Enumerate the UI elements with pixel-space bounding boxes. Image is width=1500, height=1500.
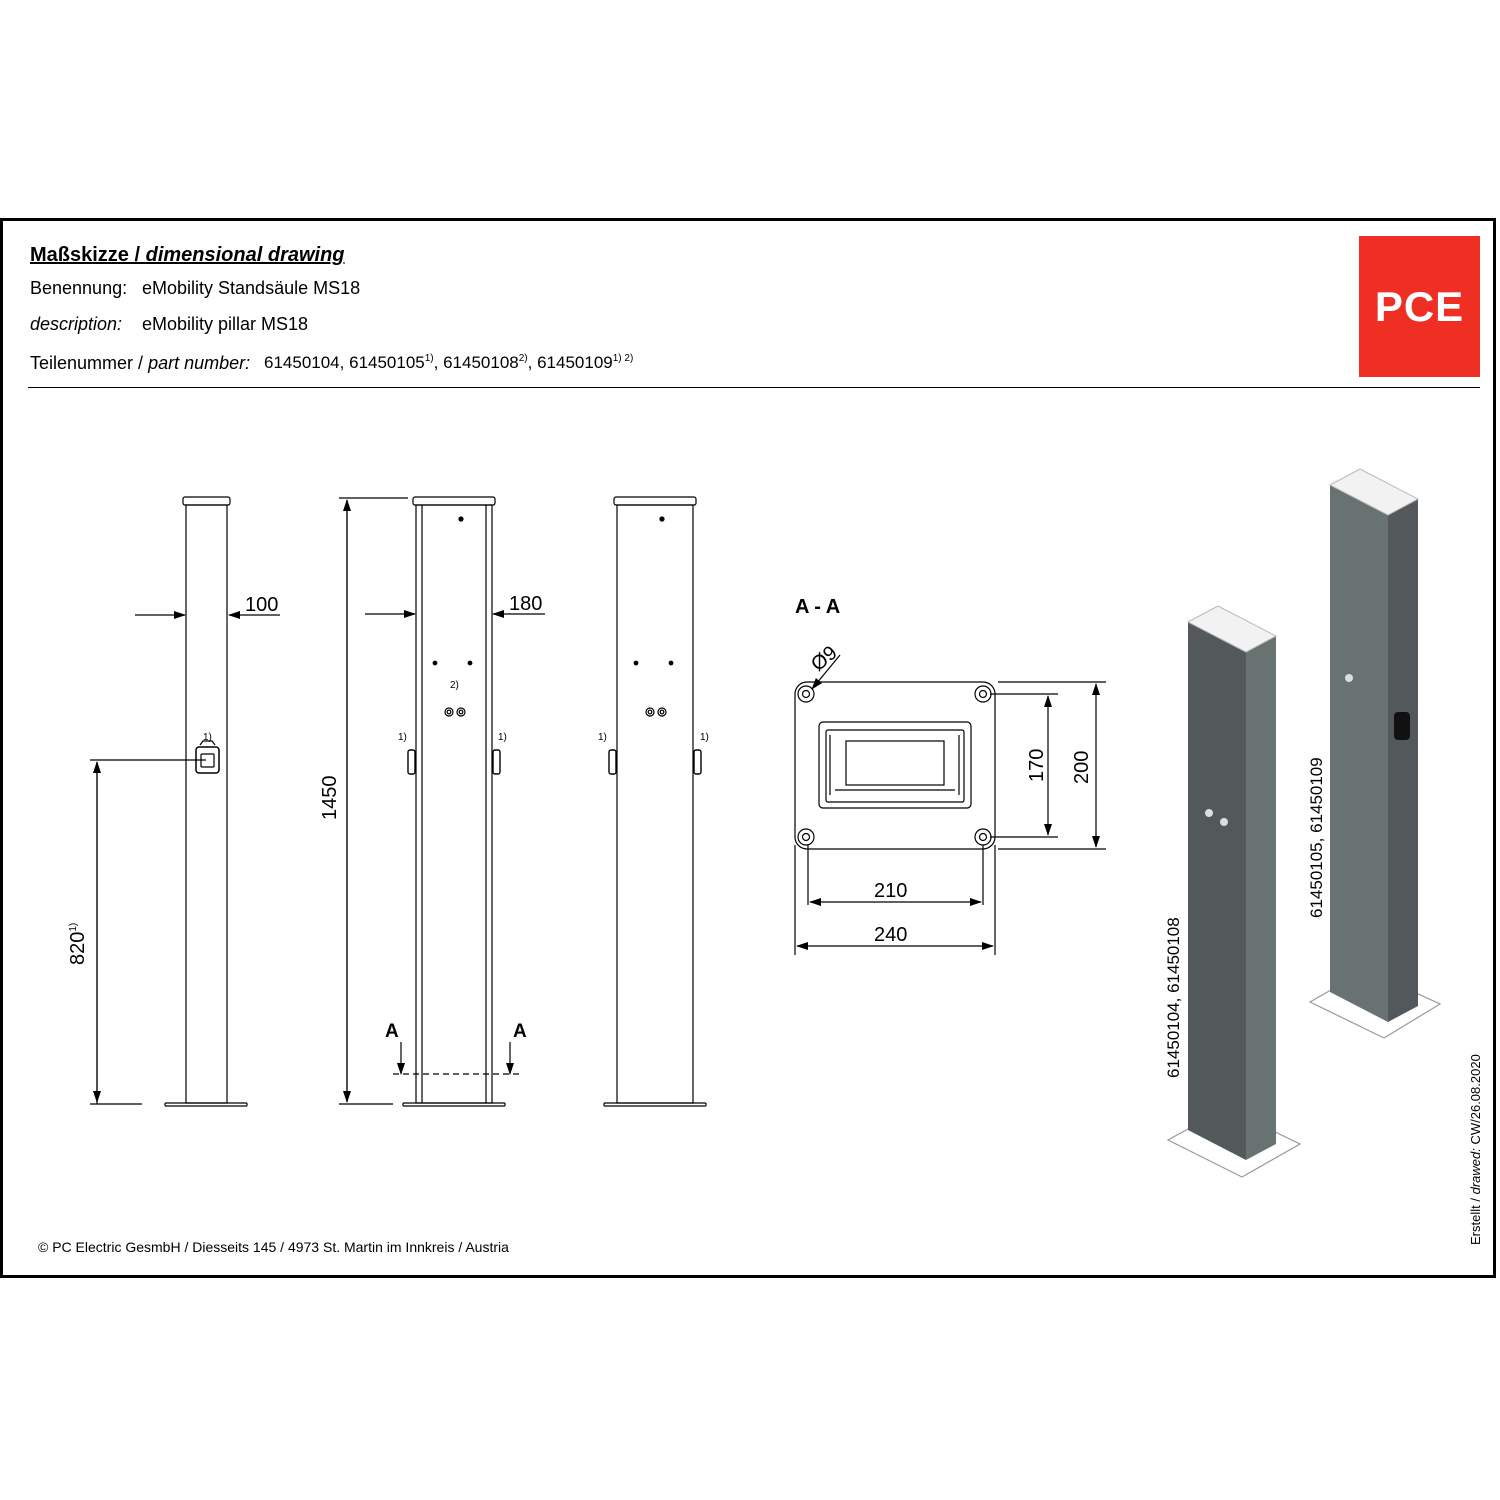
pillar-rear-view: 1) 1) bbox=[598, 496, 709, 1107]
part-number: 61450104, bbox=[264, 353, 345, 372]
dimension-180: 180 bbox=[509, 593, 542, 615]
pillar-3d-render-right: 61450105, 61450109 bbox=[1307, 468, 1442, 1039]
dimension-100: 100 bbox=[245, 594, 278, 616]
part-note: 1) bbox=[424, 353, 434, 364]
pillar-front-view: 2) 1) 1) 180 1450 A A bbox=[319, 496, 545, 1107]
name-label: Benennung: bbox=[30, 278, 128, 298]
note-1-label: 1) bbox=[498, 732, 507, 743]
dimension-820: 8201) bbox=[67, 923, 89, 965]
description-value: eMobility pillar MS18 bbox=[142, 314, 309, 334]
drawing-title: Maßskizze / dimensional drawing bbox=[30, 244, 345, 266]
section-marker-left: A bbox=[385, 1021, 399, 1042]
socket-left-icon bbox=[608, 749, 617, 775]
note-1-label: 1) bbox=[203, 732, 212, 743]
socket-icon bbox=[1394, 712, 1410, 740]
note-1-label: 1) bbox=[700, 732, 709, 743]
dimension-hole-diameter: Ø9 bbox=[807, 642, 842, 676]
dimension-200: 200 bbox=[1071, 751, 1093, 784]
dimension-210: 210 bbox=[874, 880, 907, 902]
note-1-label: 1) bbox=[598, 732, 607, 743]
section-view: A - A Ø9 210 240 bbox=[794, 596, 1106, 955]
mounting-hole bbox=[797, 685, 815, 703]
variant-label-left: 61450104, 61450108 bbox=[1164, 917, 1183, 1078]
part-number: , 61450108 bbox=[433, 353, 519, 372]
dimension-170: 170 bbox=[1026, 749, 1048, 782]
dimension-1450: 1450 bbox=[319, 776, 341, 821]
section-marker-right: A bbox=[513, 1021, 527, 1042]
socket-left-icon bbox=[407, 749, 416, 775]
socket-right-icon bbox=[693, 749, 702, 775]
pillar-profile bbox=[818, 721, 972, 809]
drawn-by: Erstellt / drawed: CW/26.08.2020 bbox=[1468, 1054, 1483, 1245]
drawing-frame bbox=[0, 218, 1496, 1278]
pce-logo: PCE bbox=[1359, 236, 1480, 377]
mounting-hole bbox=[974, 685, 992, 703]
socket-icon bbox=[195, 740, 220, 774]
note-1-label: 1) bbox=[398, 732, 407, 743]
part-number: 61450105 bbox=[349, 353, 425, 372]
description-label: description: bbox=[30, 314, 123, 334]
variant-label-right: 61450105, 61450109 bbox=[1307, 757, 1326, 918]
part-numbers: 61450104, 614501051), 614501082), 614501… bbox=[264, 353, 634, 372]
part-number-label: Teilenummer / part number: bbox=[30, 353, 251, 373]
part-note: 2) bbox=[518, 353, 528, 364]
part-note: 1) 2) bbox=[612, 353, 634, 364]
mounting-hole bbox=[797, 828, 815, 846]
name-value: eMobility Standsäule MS18 bbox=[142, 278, 361, 298]
copyright-footer: © PC Electric GesmbH / Diesseits 145 / 4… bbox=[38, 1239, 509, 1255]
note-2-label: 2) bbox=[450, 680, 459, 691]
mounting-hole bbox=[974, 828, 992, 846]
plug-holes-icon bbox=[645, 707, 667, 717]
header-divider bbox=[28, 387, 1480, 388]
pillar-3d-render-left: 61450104, 61450108 bbox=[1164, 605, 1302, 1178]
plug-holes-icon bbox=[444, 707, 466, 717]
pillar-side-view: 1) 100 8201) bbox=[67, 496, 280, 1107]
socket-right-icon bbox=[492, 749, 501, 775]
section-title: A - A bbox=[795, 596, 840, 618]
part-number: , 61450109 bbox=[527, 353, 613, 372]
dimension-240: 240 bbox=[874, 924, 907, 946]
